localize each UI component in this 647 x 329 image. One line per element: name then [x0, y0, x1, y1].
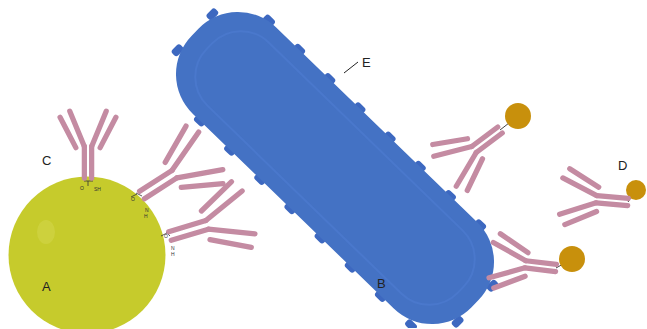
label-holder: O	[164, 224, 168, 242]
atom-label: O	[164, 233, 168, 239]
enzyme-label	[505, 103, 531, 129]
label-holder: E	[362, 53, 371, 71]
chemical-bond	[84, 181, 93, 182]
part-letter: E	[362, 55, 371, 70]
label-holder: H	[144, 204, 148, 222]
free-detection-antibody	[559, 168, 631, 230]
label-holder: C	[42, 151, 51, 169]
part-letter: B	[377, 276, 386, 291]
detection-antibody	[428, 107, 518, 194]
label-holder: D	[618, 156, 627, 174]
capture-antibody	[160, 180, 258, 269]
label-holder: SH	[94, 177, 101, 195]
atom-label: O	[80, 185, 84, 191]
label-holder: H	[171, 242, 175, 260]
atom-label: O	[131, 196, 135, 202]
capture-antibody	[60, 111, 116, 178]
part-letter: D	[618, 158, 627, 173]
atom-label: SH	[94, 186, 101, 192]
part-letter: C	[42, 153, 51, 168]
leader-line	[344, 62, 358, 73]
atom-label: N	[171, 245, 175, 251]
atom-label: H	[144, 213, 148, 219]
part-letter: A	[42, 279, 51, 294]
label-holder: O	[131, 187, 135, 205]
detection-antibody	[488, 233, 559, 295]
label-holder: A	[42, 277, 51, 295]
enzyme-label	[559, 246, 585, 272]
atom-label: N	[145, 207, 149, 213]
label-holder: B	[377, 274, 386, 292]
chemical-bond	[88, 181, 89, 186]
atom-label: H	[171, 251, 175, 257]
